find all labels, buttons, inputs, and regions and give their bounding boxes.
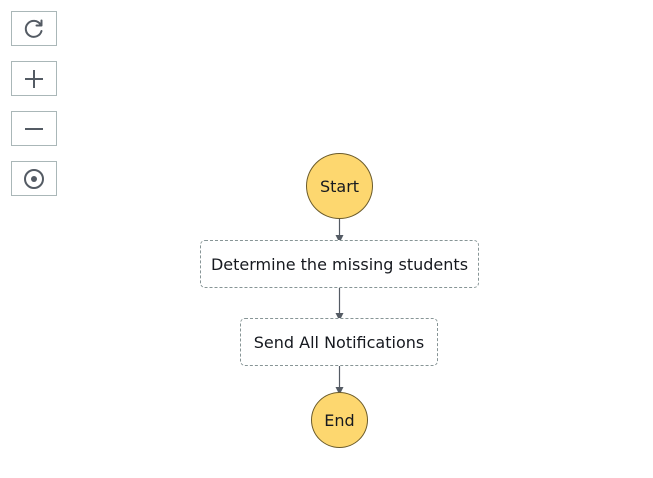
state-determine-missing-students[interactable]: Determine the missing students	[200, 240, 479, 288]
start-label: Start	[319, 176, 360, 196]
start-node[interactable]: Start	[306, 153, 373, 219]
zoom-in-button[interactable]	[11, 61, 57, 96]
refresh-button[interactable]	[11, 11, 57, 46]
state-send-all-notifications[interactable]: Send All Notifications	[240, 318, 438, 366]
end-label: End	[324, 410, 355, 430]
state-label: Determine the missing students	[210, 254, 469, 274]
target-icon	[24, 168, 44, 189]
refresh-icon	[24, 19, 43, 38]
zoom-out-button[interactable]	[11, 111, 57, 146]
end-node[interactable]: End	[311, 392, 368, 448]
center-graph-button[interactable]	[11, 161, 57, 196]
state-label: Send All Notifications	[253, 332, 425, 352]
minus-icon	[25, 127, 43, 130]
plus-icon	[25, 69, 43, 88]
